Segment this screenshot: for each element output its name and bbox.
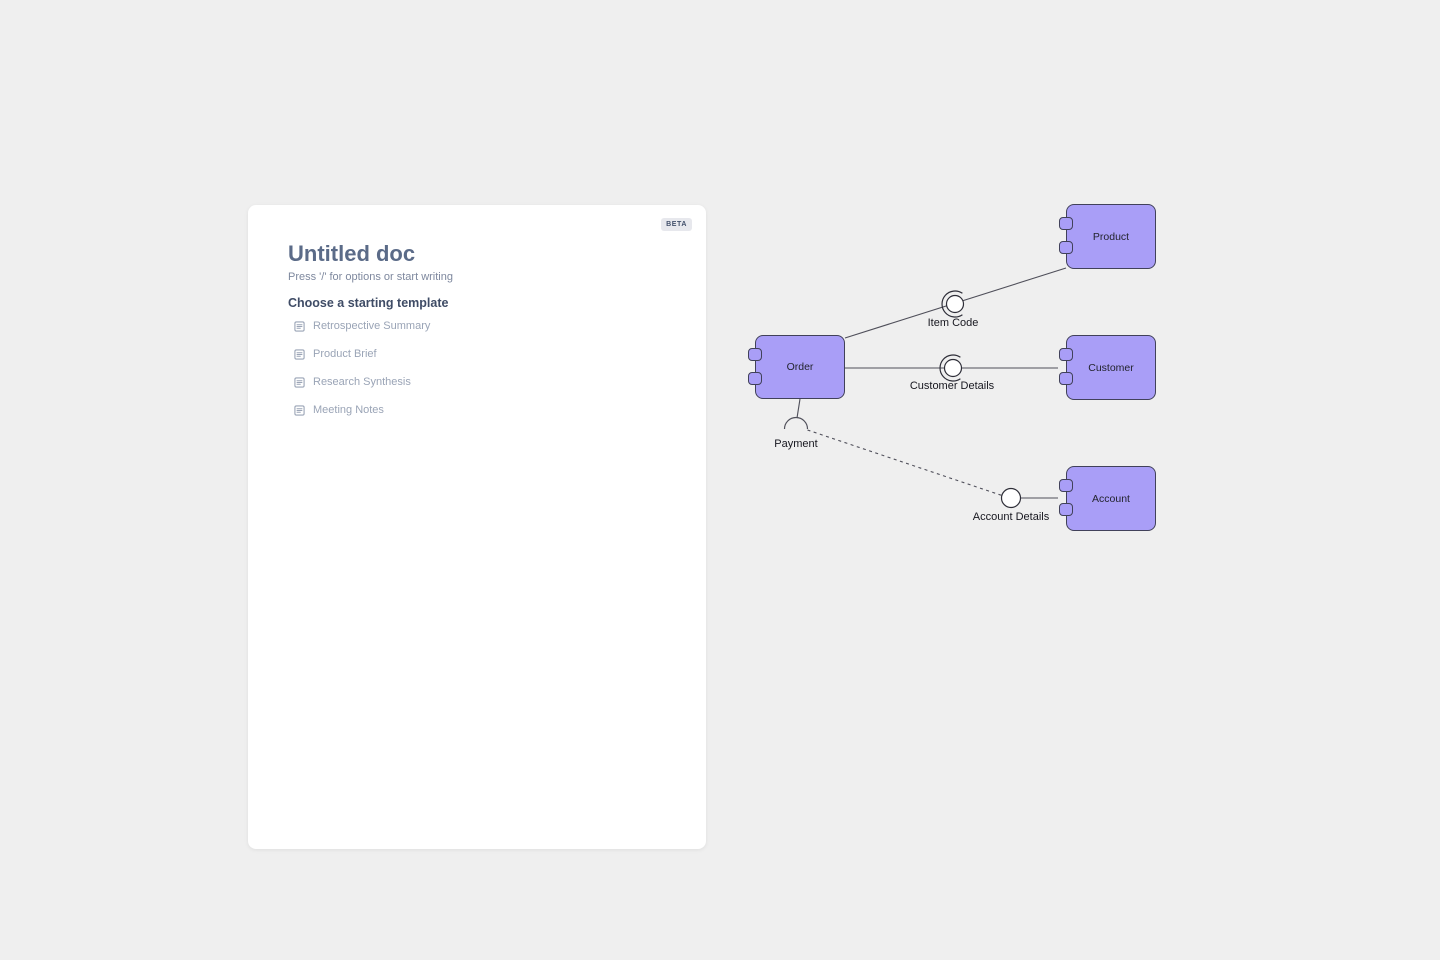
port xyxy=(748,348,762,361)
connector-payment-account-dashed[interactable] xyxy=(807,429,1003,497)
component-label: Product xyxy=(1092,230,1130,243)
interface-label-account-details: Account Details xyxy=(972,511,1050,523)
port xyxy=(748,372,762,385)
item-code-socket-arc[interactable] xyxy=(941,290,963,318)
account-details-ball[interactable] xyxy=(1000,487,1022,509)
port xyxy=(1059,348,1073,361)
template-item-label: Retrospective Summary xyxy=(313,320,431,332)
document-icon xyxy=(294,348,305,360)
interface-label-item-code: Item Code xyxy=(927,317,979,329)
customer-details-ball[interactable] xyxy=(943,358,963,378)
template-item-retrospective-summary[interactable]: Retrospective Summary xyxy=(294,320,430,332)
port xyxy=(1059,217,1073,230)
customer-details-socket-arc[interactable] xyxy=(939,354,961,382)
template-list: Retrospective Summary Product Brief Rese… xyxy=(294,320,430,416)
port xyxy=(1059,503,1073,516)
port xyxy=(1059,479,1073,492)
interface-label-customer-details: Customer Details xyxy=(909,380,995,392)
document-icon xyxy=(294,320,305,332)
component-product[interactable]: Product xyxy=(1059,204,1156,269)
component-label: Customer xyxy=(1088,361,1134,374)
port xyxy=(1059,372,1073,385)
port xyxy=(1059,241,1073,254)
templates-heading: Choose a starting template xyxy=(288,296,449,310)
item-code-ball[interactable] xyxy=(945,294,965,314)
template-item-label: Meeting Notes xyxy=(313,404,384,416)
interface-label-payment: Payment xyxy=(774,438,818,450)
document-icon xyxy=(294,376,305,388)
template-item-product-brief[interactable]: Product Brief xyxy=(294,348,430,360)
doc-title[interactable]: Untitled doc xyxy=(288,241,416,266)
editor-placeholder-hint[interactable]: Press '/' for options or start writing xyxy=(288,271,453,283)
payment-socket-arc[interactable] xyxy=(783,416,809,430)
template-item-label: Product Brief xyxy=(313,348,377,360)
template-item-research-synthesis[interactable]: Research Synthesis xyxy=(294,376,430,388)
component-label: Order xyxy=(786,361,814,373)
beta-badge: BETA xyxy=(661,218,692,231)
template-item-meeting-notes[interactable]: Meeting Notes xyxy=(294,404,430,416)
component-order[interactable]: Order xyxy=(748,335,845,399)
doc-editor-card: BETA Untitled doc Press '/' for options … xyxy=(248,205,706,849)
template-item-label: Research Synthesis xyxy=(313,376,411,388)
connector-order-payment[interactable] xyxy=(796,398,801,419)
component-label: Account xyxy=(1092,492,1130,505)
component-account[interactable]: Account xyxy=(1059,466,1156,531)
document-icon xyxy=(294,404,305,416)
component-customer[interactable]: Customer xyxy=(1059,335,1156,400)
